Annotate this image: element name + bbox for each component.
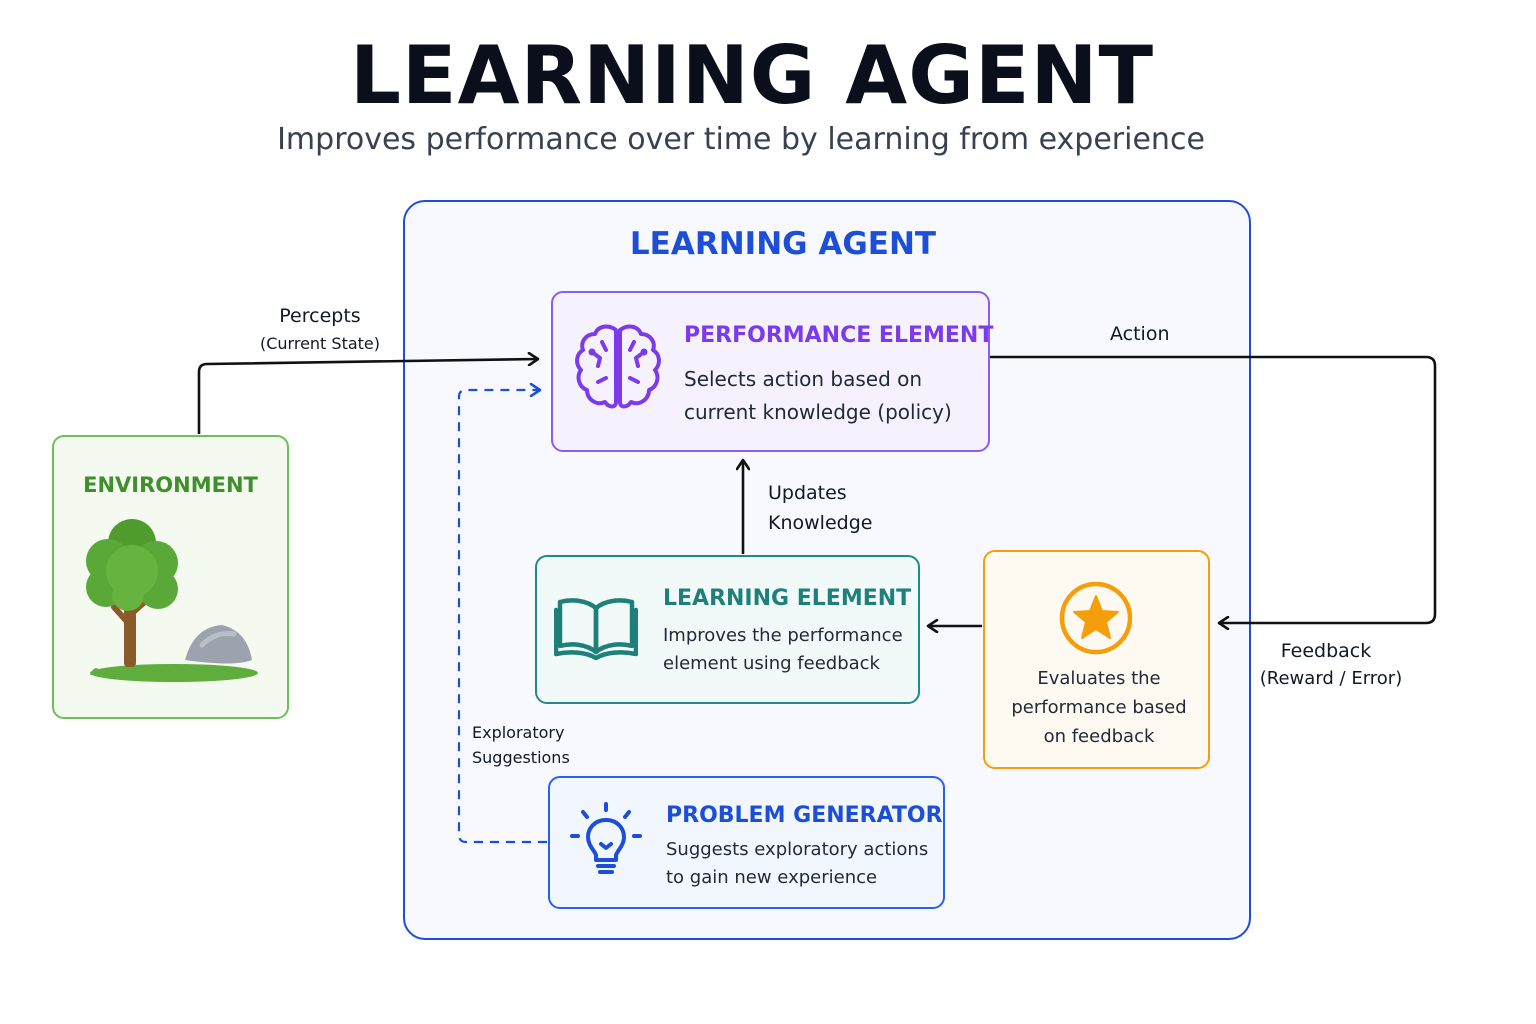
critic-desc-line3: on feedback	[1043, 726, 1155, 747]
open-book-icon	[554, 598, 638, 661]
star-icon	[1059, 581, 1133, 655]
brain-icon	[575, 324, 661, 409]
action-label: Action	[1110, 323, 1170, 345]
performance-element-title: PERFORMANCE ELEMENT	[684, 323, 994, 348]
exploratory-suggestions-label-line2: Suggestions	[472, 748, 570, 767]
learning-element-desc-line2: element using feedback	[663, 653, 880, 674]
performance-element-desc-line1: Selects action based on	[684, 367, 923, 391]
tree-and-rock-icon	[86, 519, 258, 682]
updates-knowledge-label-line2: Knowledge	[768, 512, 873, 534]
problem-generator-title: PROBLEM GENERATOR	[666, 803, 943, 828]
percepts-label: Percepts	[279, 305, 361, 327]
problem-generator-desc-line2: to gain new experience	[666, 867, 878, 888]
learning-agent-label: LEARNING AGENT	[629, 226, 937, 262]
learning-element-desc-line1: Improves the performance	[663, 625, 903, 646]
exploratory-suggestions-label-line1: Exploratory	[472, 723, 565, 742]
performance-element-desc-line2: current knowledge (policy)	[684, 400, 952, 424]
environment-title: ENVIRONMENT	[83, 473, 258, 497]
updates-knowledge-label-line1: Updates	[768, 482, 847, 504]
critic-desc-line1: Evaluates the	[1037, 668, 1161, 689]
page-title: LEARNING AGENT	[349, 29, 1155, 122]
performance-element-box	[551, 291, 990, 452]
action-feedback-arrow	[990, 355, 1437, 623]
percepts-arrow	[197, 359, 538, 434]
problem-generator-desc-line1: Suggests exploratory actions	[666, 839, 929, 860]
learning-element-box	[535, 555, 920, 704]
critic-desc-line2: performance based	[1011, 697, 1187, 718]
problem-generator-box	[548, 776, 945, 909]
feedback-label: Feedback	[1280, 640, 1372, 662]
learning-element-title: LEARNING ELEMENT	[663, 586, 912, 611]
lightbulb-icon	[570, 802, 642, 874]
page-subtitle: Improves performance over time by learni…	[277, 122, 1205, 157]
percepts-sublabel: (Current State)	[259, 334, 380, 353]
critic-box	[983, 550, 1210, 769]
feedback-sublabel: (Reward / Error)	[1259, 668, 1403, 689]
exploratory-suggestions-arrow	[457, 390, 547, 844]
